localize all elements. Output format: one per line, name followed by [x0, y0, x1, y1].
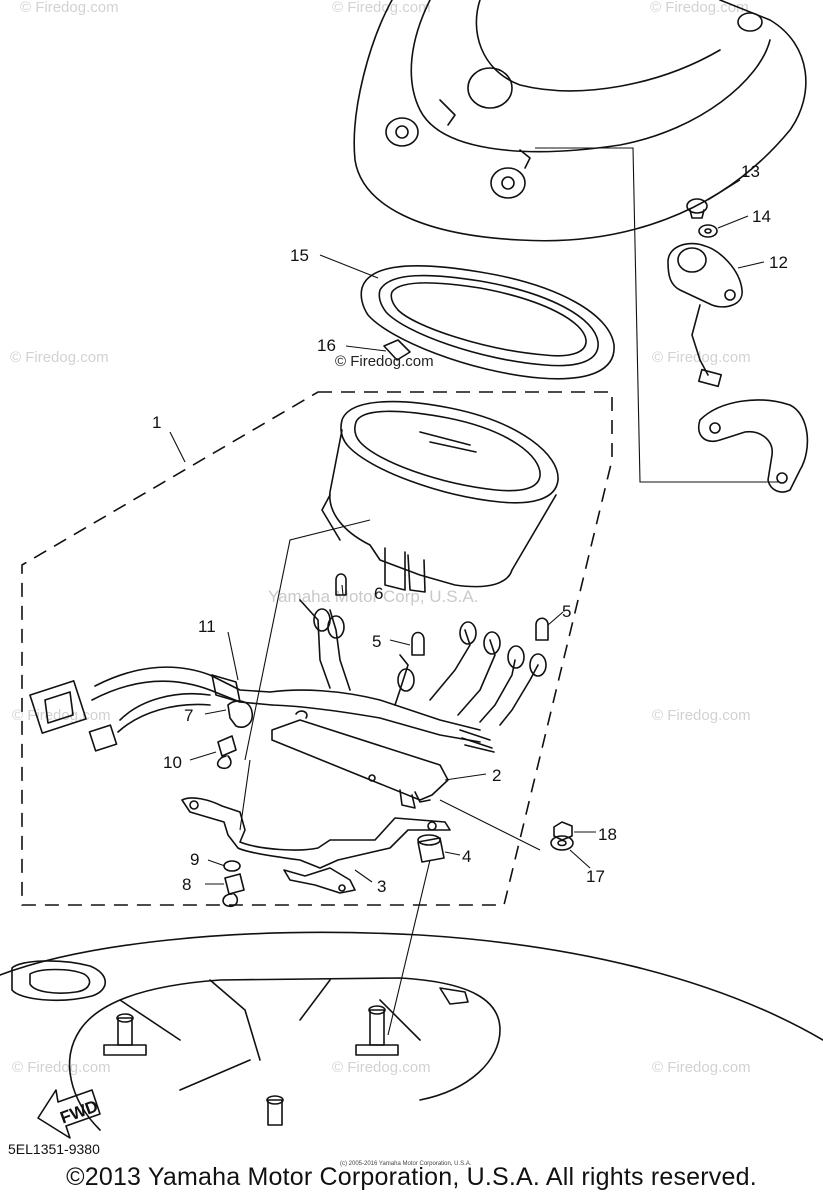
callout-3: 3 — [377, 877, 386, 896]
watermark: © Firedog.com — [12, 707, 111, 724]
part-3-bracket — [181, 797, 451, 894]
callout-12: 12 — [769, 253, 788, 272]
assembly-boundary — [21, 391, 613, 906]
part-5-bulbs — [411, 617, 549, 656]
callout-4: 4 — [462, 847, 471, 866]
part-16-clip — [383, 339, 411, 361]
leader-line — [535, 147, 778, 483]
watermark: © Firedog.com — [20, 0, 119, 16]
part-8-screw — [222, 873, 245, 908]
meter-body — [321, 400, 559, 593]
callout-numbers: 1 2 3 4 5 5 6 7 8 9 10 11 12 13 14 15 16… — [152, 162, 788, 896]
callout-5a: 5 — [372, 632, 381, 651]
part-14-washer — [698, 224, 718, 238]
watermark: © Firedog.com — [652, 349, 751, 366]
watermarks: © Firedog.com © Firedog.com © Firedog.co… — [10, 0, 751, 1076]
part-15-bezel — [360, 265, 615, 380]
part-9-washer — [223, 860, 241, 872]
part-18-nut — [553, 821, 573, 841]
mount-bracket — [698, 399, 809, 493]
alignment-lines — [239, 519, 541, 1036]
watermark: © Firedog.com — [650, 0, 749, 16]
callout-8: 8 — [182, 875, 191, 894]
watermark: © Firedog.com — [652, 707, 751, 724]
callout-1: 1 — [152, 413, 161, 432]
part-11-harness — [29, 599, 547, 753]
callout-11: 11 — [198, 617, 216, 636]
callout-14: 14 — [752, 207, 771, 226]
fwd-arrow-icon: FWD — [37, 1089, 101, 1139]
watermark: © Firedog.com — [652, 1059, 751, 1076]
part-6-bulb — [335, 573, 347, 596]
callout-2: 2 — [492, 766, 501, 785]
part-12-switch — [667, 242, 743, 388]
watermark: © Firedog.com — [10, 349, 109, 366]
diagram-part-number: 5EL1351-9380 — [8, 1141, 100, 1157]
part-10-screw — [216, 735, 237, 770]
upper-cover — [353, 0, 807, 242]
callout-6: 6 — [374, 584, 383, 603]
fine-print: (c) 2005-2016 Yamaha Motor Corporation, … — [340, 1161, 472, 1167]
callout-5b: 5 — [562, 602, 571, 621]
watermark: © Firedog.com — [332, 1059, 431, 1076]
callout-16: 16 — [317, 336, 336, 355]
callout-leaders — [169, 179, 765, 885]
watermark: © Firedog.com — [332, 0, 431, 16]
callout-13: 13 — [741, 162, 760, 181]
part-17-washer — [550, 835, 574, 851]
lower-base — [0, 931, 823, 1131]
part-7-clamp — [227, 700, 254, 728]
watermark: © Firedog.com — [12, 1059, 111, 1076]
callout-7: 7 — [184, 706, 193, 725]
copyright-notice: ©2013 Yamaha Motor Corporation, U.S.A. A… — [66, 1163, 757, 1191]
part-13-screw — [686, 198, 708, 219]
watermark: © Firedog.com — [335, 353, 434, 370]
callout-18: 18 — [598, 825, 617, 844]
callout-17: 17 — [586, 867, 605, 886]
callout-9: 9 — [190, 850, 199, 869]
part-4-grommet — [417, 834, 445, 863]
part-2-plate — [271, 710, 449, 809]
callout-10: 10 — [163, 753, 182, 772]
callout-15: 15 — [290, 246, 309, 265]
